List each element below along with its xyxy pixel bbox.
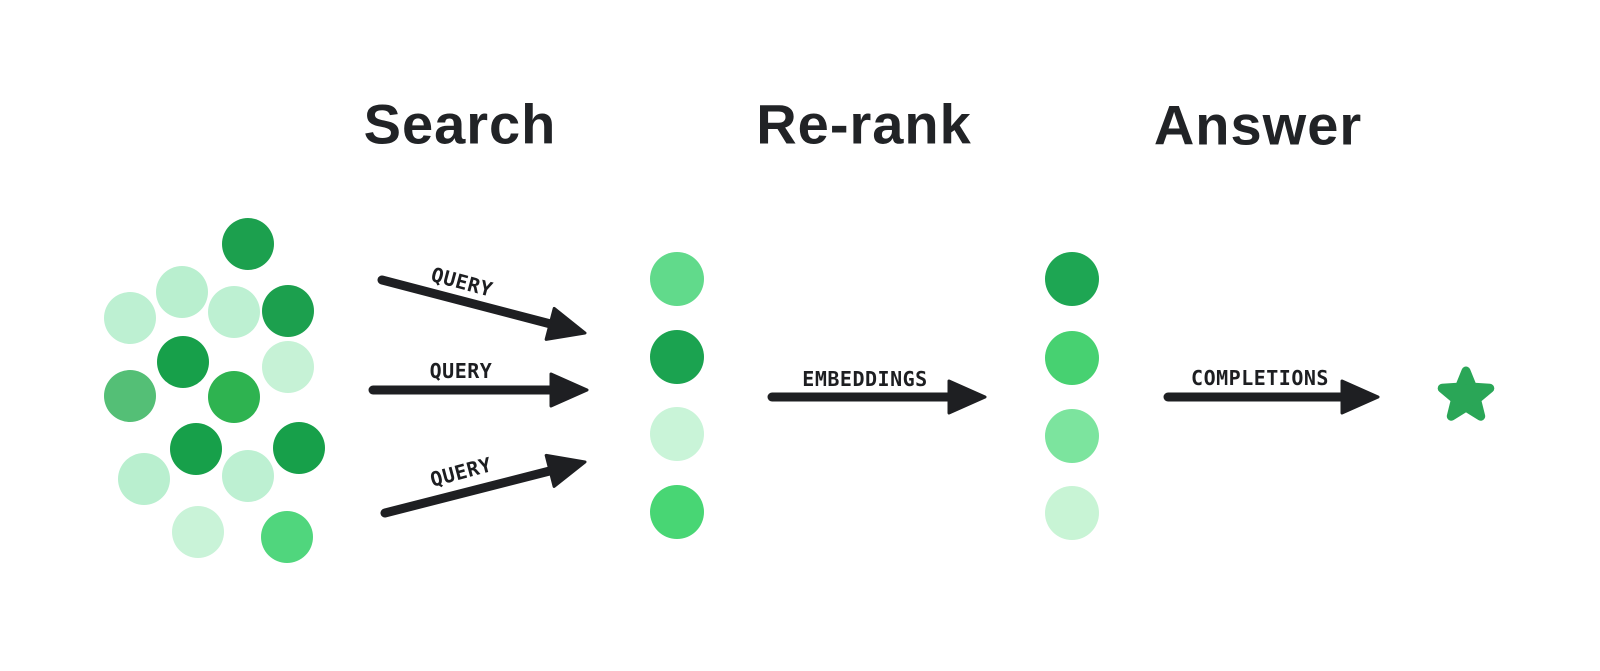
heading-answer: Answer — [1153, 93, 1363, 157]
embeddings-arrow-label: EMBEDDINGS — [802, 367, 928, 391]
document-dot — [104, 370, 156, 422]
query-arrow-bottom-head-icon — [544, 453, 587, 488]
reranked-result-dot — [1045, 486, 1099, 540]
search-result-dot — [650, 252, 704, 306]
document-dot — [222, 450, 274, 502]
query-arrow-top — [377, 275, 555, 329]
document-dot — [273, 422, 325, 474]
answer-star-icon — [1437, 366, 1495, 421]
reranked-result-dot — [1045, 252, 1099, 306]
query-arrow-middle-head-icon — [549, 372, 589, 408]
reranked-result-dot — [1045, 409, 1099, 463]
document-dot — [208, 286, 260, 338]
document-dot — [222, 218, 274, 270]
completions-arrow-label: COMPLETIONS — [1191, 366, 1329, 390]
document-dot — [261, 511, 313, 563]
query-arrow-middle-label: QUERY — [429, 359, 493, 383]
embeddings-arrow-head-icon — [947, 379, 987, 415]
document-dot — [157, 336, 209, 388]
query-arrow-top-head-icon — [544, 306, 587, 341]
query-arrow-bottom — [380, 466, 555, 518]
document-dot — [262, 285, 314, 337]
document-dot — [208, 371, 260, 423]
document-dot — [156, 266, 208, 318]
search-result-dot — [650, 485, 704, 539]
heading-search: Search — [363, 92, 557, 156]
document-dot — [104, 292, 156, 344]
document-dot — [172, 506, 224, 558]
reranked-result-dot — [1045, 331, 1099, 385]
document-dot — [170, 423, 222, 475]
document-dot — [262, 341, 314, 393]
heading-rerank: Re-rank — [756, 92, 972, 156]
completions-arrow-head-icon — [1340, 379, 1380, 415]
search-result-dot — [650, 407, 704, 461]
document-dot — [118, 453, 170, 505]
search-result-dot — [650, 330, 704, 384]
